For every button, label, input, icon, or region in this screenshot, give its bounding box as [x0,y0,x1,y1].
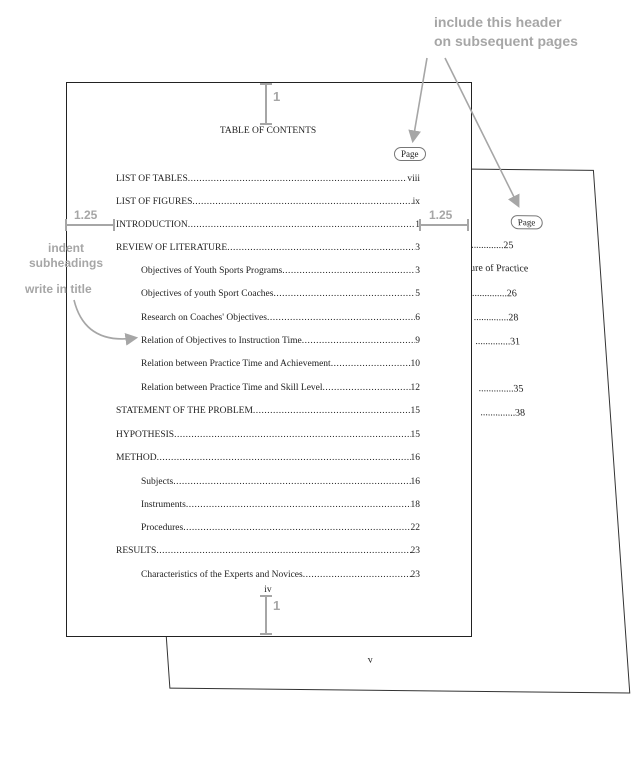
toc-subentry: Instruments18 [141,499,420,511]
toc-subentry: Procedures22 [141,522,420,534]
indent-note-line: indent [48,241,84,255]
toc-subentry: Objectives of youth Sport Coaches5 [141,288,420,300]
top-margin-label: 1 [273,89,281,104]
toc-subentry: Relation between Practice Time and Achie… [141,358,420,370]
page-label: Page [394,147,426,161]
toc-entry: REVIEW OF LITERATURE3 [116,242,420,254]
toc-subentry: Objectives of Youth Sports Programs3 [141,265,420,277]
left-margin-bracket [65,219,115,231]
toc-entry: LIST OF TABLESviii [116,173,420,185]
top-margin-bracket [260,83,272,125]
toc-entry: HYPOTHESIS15 [116,429,420,441]
toc-subentry: Subjects16 [141,476,420,488]
bottom-margin-bracket [260,595,272,635]
right-margin-label: 1.25 [429,208,453,222]
toc-title: TABLE OF CONTENTS [219,126,317,136]
right-margin-bracket [419,219,469,231]
toc-entry: METHOD16 [116,452,420,464]
write-in-title-note: write in title [25,282,92,296]
toc-subentry: Characteristics of the Experts and Novic… [141,569,420,581]
header-arrow-front [408,57,428,144]
bottom-margin-label: 1 [273,598,281,613]
header-note-line: on subsequent pages [434,33,578,49]
toc-subentry: Research on Coaches' Objectives6 [141,312,420,324]
header-note: include this header on subsequent pages [434,13,578,51]
toc-entry: RESULTS23 [116,545,420,557]
header-note-line: include this header [434,14,562,30]
header-arrow-back [444,57,520,208]
toc-entry: INTRODUCTION1 [116,219,420,231]
page-number: iv [264,585,272,595]
title-arrow [73,299,139,346]
toc-entry: LIST OF FIGURESix [116,196,420,208]
left-margin-label: 1.25 [74,208,98,222]
indent-note: indent subheadings [20,241,112,271]
toc-subentry: Relation of Objectives to Instruction Ti… [141,335,420,347]
toc-entry: STATEMENT OF THE PROBLEM15 [116,405,420,417]
toc-subentry: Relation between Practice Time and Skill… [141,382,420,394]
indent-note-line: subheadings [28,256,103,270]
